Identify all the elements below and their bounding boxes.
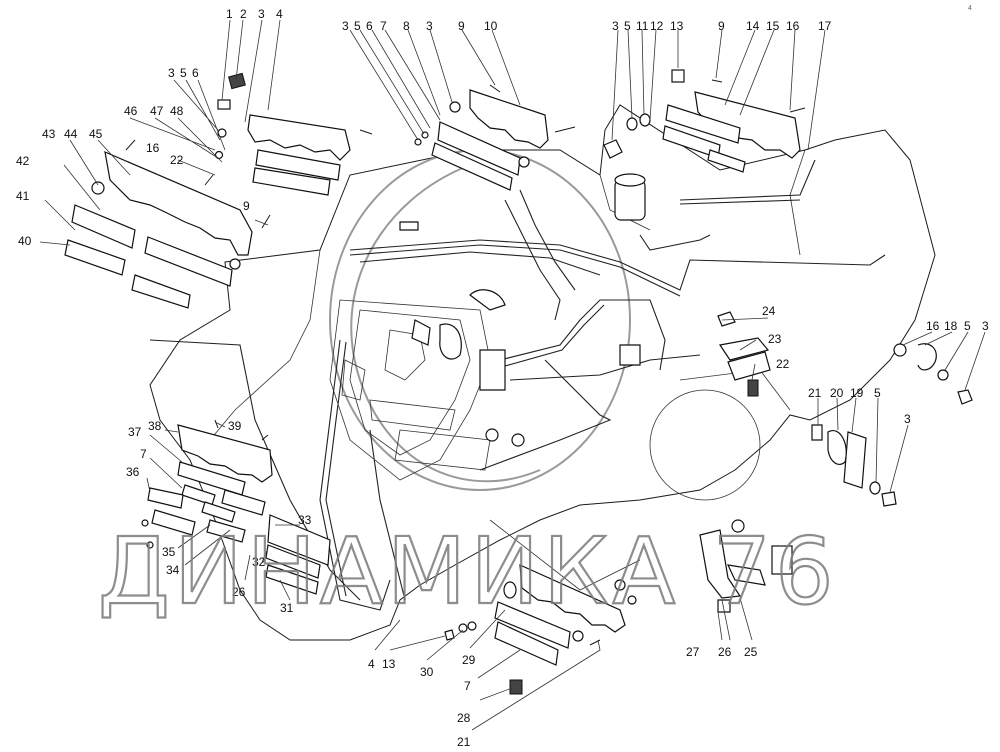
callout-2: 2 <box>240 7 247 21</box>
callout-41: 41 <box>16 189 30 203</box>
callout-1: 1 <box>226 7 233 21</box>
callout-9: 9 <box>243 199 250 213</box>
callout-3: 3 <box>612 19 619 33</box>
callout-26: 26 <box>232 585 246 599</box>
callout-19: 19 <box>850 386 864 400</box>
bracket-assembly-bottom-right <box>614 519 793 613</box>
callout-6: 6 <box>192 66 199 80</box>
callout-40: 40 <box>18 234 32 248</box>
callout-5: 5 <box>354 19 361 33</box>
callout-3: 3 <box>904 412 911 426</box>
callout-46: 46 <box>124 104 138 118</box>
callout-3: 3 <box>426 19 433 33</box>
callout-28: 28 <box>457 711 471 725</box>
callout-20: 20 <box>830 386 844 400</box>
corner-mark: 4 <box>968 5 972 12</box>
callout-29: 29 <box>462 653 476 667</box>
callout-7: 7 <box>380 19 387 33</box>
clamp-parts-right <box>717 311 973 507</box>
clamp-block-bottom-center <box>444 564 626 695</box>
callout-3: 3 <box>258 7 265 21</box>
callout-10: 10 <box>484 19 498 33</box>
callout-44: 44 <box>64 127 78 141</box>
callout-32: 32 <box>252 555 266 569</box>
callout-37: 37 <box>128 425 142 439</box>
callout-42: 42 <box>16 154 30 168</box>
callout-35: 35 <box>162 545 176 559</box>
callout-13: 13 <box>670 19 684 33</box>
callout-4: 4 <box>276 7 283 21</box>
callout-43: 43 <box>42 127 56 141</box>
watermark-text: ДИНАМИКА 76 <box>98 518 838 625</box>
callout-22: 22 <box>776 357 790 371</box>
callout-22: 22 <box>170 153 184 167</box>
callout-7: 7 <box>140 447 147 461</box>
callout-24: 24 <box>762 304 776 318</box>
callout-45: 45 <box>89 127 103 141</box>
callout-26: 26 <box>718 645 732 659</box>
callout-3: 3 <box>342 19 349 33</box>
callout-6: 6 <box>366 19 373 33</box>
callout-16: 16 <box>926 319 940 333</box>
callout-21: 21 <box>808 386 822 400</box>
callout-7: 7 <box>464 679 471 693</box>
callout-30: 30 <box>420 665 434 679</box>
callout-25: 25 <box>744 645 758 659</box>
callout-16: 16 <box>146 141 160 155</box>
callout-36: 36 <box>126 465 140 479</box>
callout-33: 33 <box>298 513 312 527</box>
callout-38: 38 <box>148 419 162 433</box>
clamp-block-bottom-left <box>141 419 331 595</box>
callout-3: 3 <box>168 66 175 80</box>
callout-23: 23 <box>768 332 782 346</box>
callout-39: 39 <box>228 419 242 433</box>
callout-17: 17 <box>818 19 832 33</box>
callout-31: 31 <box>280 601 294 615</box>
part-callouts: 1 2 3 4 3 5 6 46 47 48 43 44 45 16 22 42… <box>16 7 989 749</box>
callout-15: 15 <box>766 19 780 33</box>
callout-3: 3 <box>982 319 989 333</box>
brake-pipe-network <box>149 159 886 611</box>
clamp-block-top-center <box>359 84 576 191</box>
callout-5: 5 <box>624 19 631 33</box>
callout-8: 8 <box>403 19 410 33</box>
callout-47: 47 <box>150 104 164 118</box>
callout-4: 4 <box>368 657 375 671</box>
callout-48: 48 <box>170 104 184 118</box>
callout-34: 34 <box>166 563 180 577</box>
callout-12: 12 <box>650 19 664 33</box>
callout-27: 27 <box>686 645 700 659</box>
callout-11: 11 <box>636 19 649 33</box>
clamp-block-top-right <box>603 69 806 173</box>
callout-18: 18 <box>944 319 958 333</box>
callout-9: 9 <box>718 19 725 33</box>
callout-16: 16 <box>786 19 800 33</box>
callout-5: 5 <box>180 66 187 80</box>
callout-9: 9 <box>458 19 465 33</box>
callout-21: 21 <box>457 735 471 749</box>
leader-lines <box>39 19 986 731</box>
callout-5: 5 <box>964 319 971 333</box>
clamp-block-top-left <box>64 72 351 309</box>
callout-5: 5 <box>874 386 881 400</box>
vehicle-outline <box>149 104 936 641</box>
callout-13: 13 <box>382 657 396 671</box>
callout-14: 14 <box>746 19 760 33</box>
